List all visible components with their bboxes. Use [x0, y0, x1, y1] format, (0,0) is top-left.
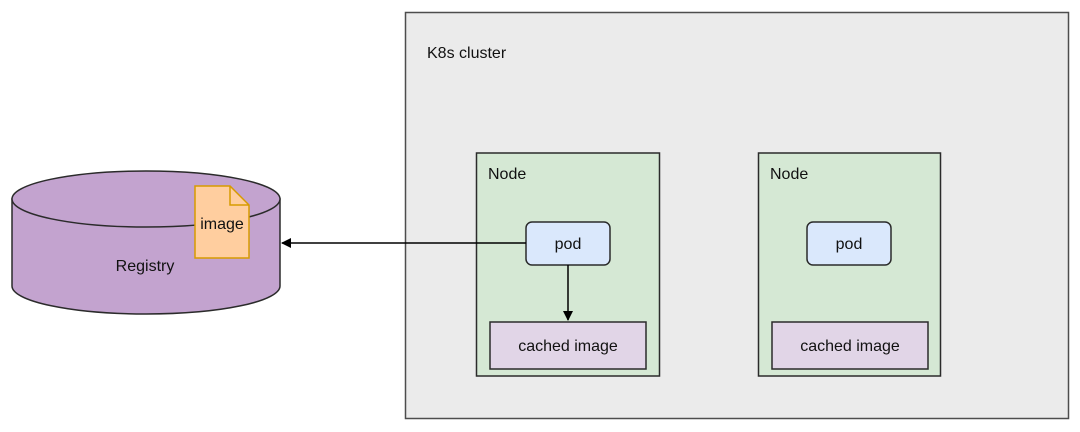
image-document-icon: image — [194, 185, 250, 259]
document-label: image — [200, 216, 244, 233]
node-label: Node — [770, 166, 808, 183]
cached-image-box — [489, 321, 647, 370]
document-fold — [229, 186, 249, 206]
pod-box[interactable] — [806, 221, 892, 266]
cached-image-label: cached image — [800, 338, 900, 355]
pod-label: pod — [836, 236, 863, 253]
document-body — [194, 185, 250, 259]
registry: Registry image — [11, 170, 281, 315]
node-1: Node pod cached image — [475, 152, 661, 377]
cluster-label: K8s cluster — [427, 45, 507, 62]
registry-label: Registry — [116, 258, 175, 275]
node-2: Node pod cached image — [757, 152, 942, 377]
pod-label: pod — [555, 236, 582, 253]
node-label: Node — [488, 166, 526, 183]
cached-image-box — [771, 321, 929, 370]
cached-image-label: cached image — [518, 338, 618, 355]
